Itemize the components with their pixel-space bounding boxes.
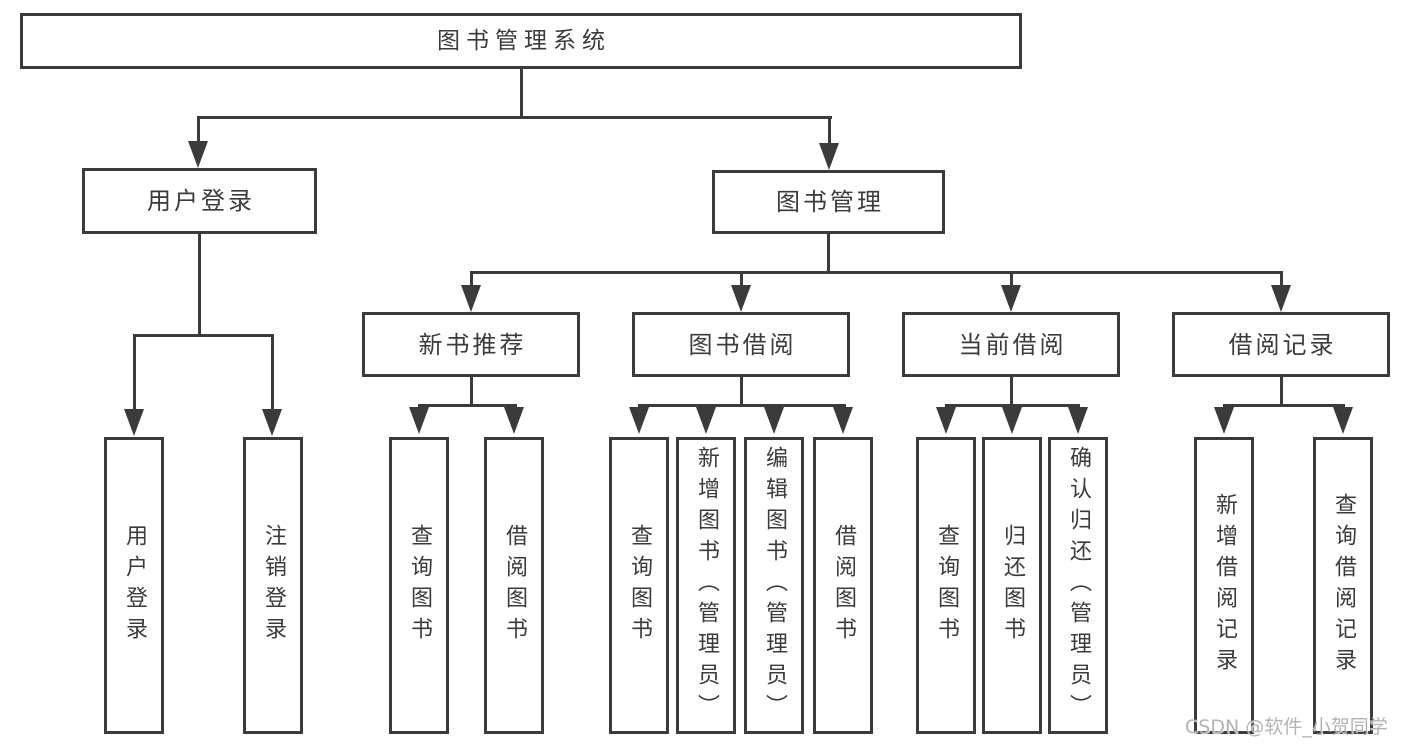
connector-borrow-records-bus [1223,404,1345,407]
connector-book-management-bus [470,271,1283,274]
connector-new-book-stem [470,375,473,406]
node-user-login-label: 用户登录 [147,187,255,215]
node-borrow-records-label: 借阅记录 [1228,330,1337,359]
node-book-management: 图书管理 [712,170,945,234]
connector-drop-book-borrow [740,271,743,287]
connector-book-borrow-bus [638,404,846,407]
leaf-query-books-3: 查询图书 [916,437,976,734]
leaf-query-books-2-label: 查询图书 [627,523,652,648]
leaf-add-borrow-record: 新增借阅记录 [1194,437,1254,734]
leaf-query-books-2: 查询图书 [609,437,669,734]
arrow-down-icon [409,407,429,434]
arrow-down-icon [629,407,649,434]
leaf-borrow-books-1-label: 借阅图书 [502,523,527,648]
arrow-down-icon [1002,407,1022,434]
leaf-query-borrow-record: 查询借阅记录 [1313,437,1373,734]
leaf-borrow-books-2-label: 借阅图书 [831,523,856,648]
connector-drop-leaf-logout [271,334,274,411]
leaf-add-borrow-record-label: 新增借阅记录 [1212,492,1237,679]
arrow-down-icon [1333,407,1353,434]
connector-drop-user-login [197,116,200,144]
node-book-borrow: 图书借阅 [632,312,850,377]
leaf-query-books-3-label: 查询图书 [934,523,959,648]
arrow-down-icon [731,285,751,312]
node-user-login: 用户登录 [82,168,317,234]
connector-drop-current-borrow [1010,271,1013,287]
arrow-down-icon [833,407,853,434]
arrow-down-icon [764,407,784,434]
arrow-down-icon [819,143,839,170]
arrow-down-icon [1068,407,1088,434]
leaf-query-books-1: 查询图书 [389,437,449,734]
connector-user-login-bus [133,334,274,337]
arrow-down-icon [696,407,716,434]
connector-book-borrow-stem [740,375,743,406]
leaf-query-borrow-record-label: 查询借阅记录 [1331,492,1356,679]
arrow-down-icon [1271,285,1291,312]
arrow-down-icon [936,407,956,434]
leaf-confirm-return-admin-label: 确认归还（管理员） [1066,446,1091,725]
leaf-return-book: 归还图书 [982,437,1042,734]
node-new-book-recommend-label: 新书推荐 [418,330,527,359]
leaf-edit-book-admin-label: 编辑图书（管理员） [762,446,787,725]
leaf-add-book-admin-label: 新增图书（管理员） [694,446,719,725]
connector-book-management-stem [827,232,830,274]
arrow-down-icon [262,409,282,436]
node-current-borrow-label: 当前借阅 [958,330,1067,359]
arrow-down-icon [461,285,481,312]
leaf-borrow-books-1: 借阅图书 [484,437,544,734]
node-book-borrow-label: 图书借阅 [688,330,797,359]
leaf-user-login: 用户登录 [104,437,164,734]
connector-drop-book-management [828,116,831,146]
connector-root-stem [520,66,523,119]
leaf-logout-label: 注销登录 [261,523,286,648]
connector-new-book-bus [418,404,517,407]
leaf-confirm-return-admin: 确认归还（管理员） [1048,437,1108,734]
connector-drop-leaf-user-login [133,334,136,411]
connector-current-borrow-bus [945,404,1080,407]
leaf-add-book-admin: 新增图书（管理员） [676,437,736,734]
connector-drop-borrow-records [1280,271,1283,287]
leaf-user-login-label: 用户登录 [122,523,147,648]
csdn-watermark: CSDN @软件_小贺同学 [1185,716,1388,738]
arrow-down-icon [504,407,524,434]
arrow-down-icon [124,409,144,436]
node-new-book-recommend: 新书推荐 [362,312,580,377]
connector-drop-new-book [470,271,473,287]
node-root: 图书管理系统 [20,13,1022,69]
connector-current-borrow-stem [1010,375,1013,406]
connector-root-bus [197,116,832,119]
node-root-label: 图书管理系统 [437,27,611,54]
leaf-edit-book-admin: 编辑图书（管理员） [744,437,804,734]
connector-borrow-records-stem [1280,375,1283,406]
node-current-borrow: 当前借阅 [902,312,1120,377]
arrow-down-icon [1001,285,1021,312]
leaf-query-books-1-label: 查询图书 [407,523,432,648]
node-book-management-label: 图书管理 [776,188,884,216]
leaf-logout: 注销登录 [243,437,303,734]
leaf-return-book-label: 归还图书 [1000,523,1025,648]
leaf-borrow-books-2: 借阅图书 [813,437,873,734]
connector-user-login-stem [198,232,201,337]
arrow-down-icon [188,141,208,168]
arrow-down-icon [1214,407,1234,434]
node-borrow-records: 借阅记录 [1172,312,1390,377]
